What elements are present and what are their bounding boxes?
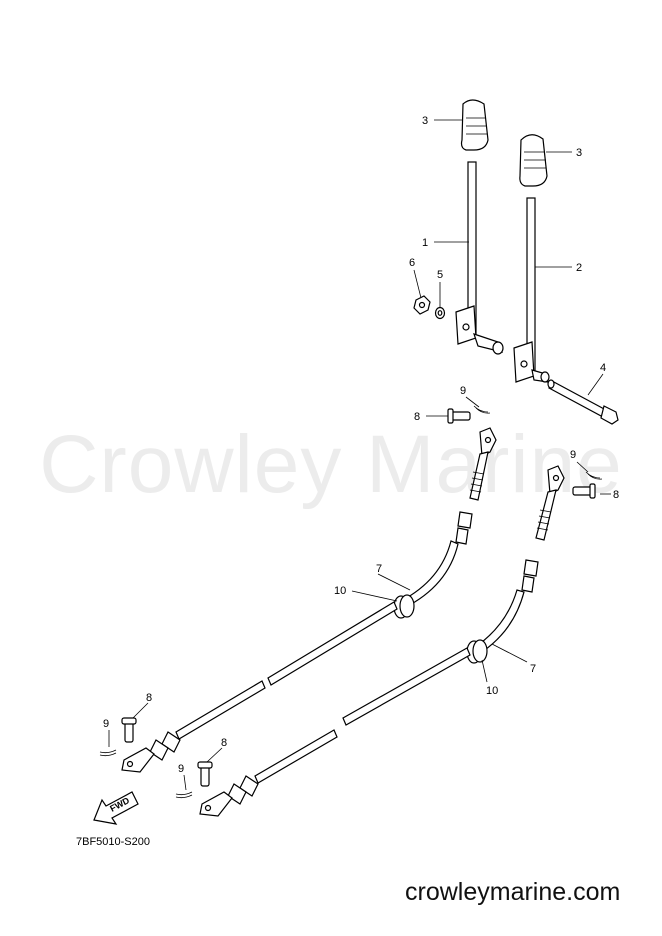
watermark: Crowley Marine xyxy=(39,419,623,510)
fwd-arrow: FWD xyxy=(93,791,139,825)
callout-2: 2 xyxy=(576,262,582,274)
diagram-code: 7BF5010-S200 xyxy=(76,836,150,848)
callout-7-upper: 7 xyxy=(376,563,382,575)
callout-4: 4 xyxy=(600,362,606,374)
washer-5 xyxy=(434,306,446,320)
lever-2 xyxy=(513,134,550,383)
callout-3-right: 3 xyxy=(576,147,582,159)
callout-8-upper: 8 xyxy=(414,411,420,423)
cotter-pin-9-lower-right xyxy=(175,791,193,799)
callout-8-lower-left: 8 xyxy=(146,692,152,704)
callout-9-upper: 9 xyxy=(460,385,466,397)
knob-3-left xyxy=(460,99,489,151)
callout-9-lower-left: 9 xyxy=(103,718,109,730)
cotter-pin-9-right xyxy=(585,471,603,480)
cable-1 xyxy=(121,427,497,773)
callout-numbers: 3 3 1 2 6 5 4 9 8 9 8 7 10 10 7 8 9 8 9 xyxy=(103,115,619,775)
cable-2 xyxy=(199,465,565,817)
callout-10-lower: 10 xyxy=(486,685,498,697)
callout-1: 1 xyxy=(422,237,428,249)
cotter-pin-9-lower-left xyxy=(99,749,117,757)
pin-8-upper xyxy=(447,408,471,424)
pin-8-lower-left xyxy=(121,717,137,743)
callout-9-lower-right: 9 xyxy=(178,763,184,775)
callout-8-right: 8 xyxy=(613,489,619,501)
callout-7-lower: 7 xyxy=(530,663,536,675)
nut-6 xyxy=(413,295,431,315)
cotter-pin-9-upper xyxy=(473,405,491,414)
callout-10-upper: 10 xyxy=(334,585,346,597)
callout-5: 5 xyxy=(437,269,443,281)
leader-lines xyxy=(108,119,611,791)
pin-8-lower-right xyxy=(197,761,213,787)
website-link[interactable]: crowleymarine.com xyxy=(405,878,621,906)
knob-3-right xyxy=(519,134,548,187)
lever-1 xyxy=(455,99,504,355)
callout-6: 6 xyxy=(409,257,415,269)
callout-8-lower-right: 8 xyxy=(221,737,227,749)
bolt-4 xyxy=(547,379,619,425)
callout-9-right: 9 xyxy=(570,449,576,461)
callout-3-left: 3 xyxy=(422,115,428,127)
pin-8-right xyxy=(572,483,596,499)
